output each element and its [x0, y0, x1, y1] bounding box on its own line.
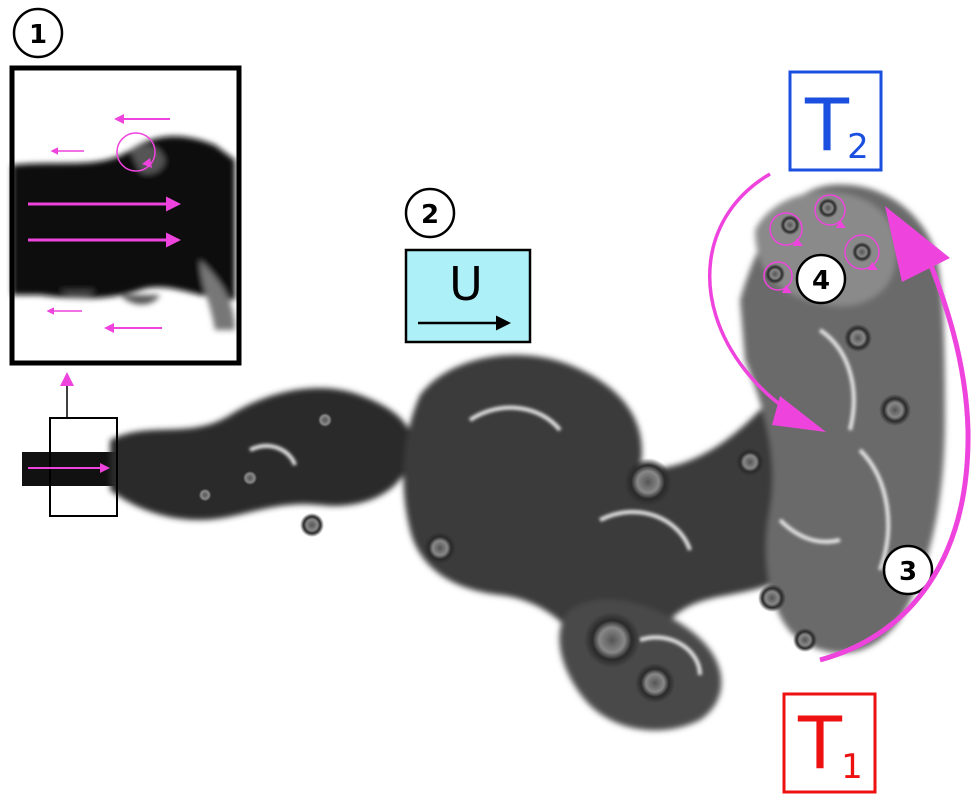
plume-body-rising [740, 184, 945, 654]
plume-body-middle [403, 355, 842, 651]
temp-upper-label: T [804, 83, 850, 167]
badge-3: 3 [882, 544, 934, 596]
zoom-connector-arrowhead [60, 372, 74, 386]
temp-upper-subscript: 2 [847, 127, 869, 167]
badge-3-label: 3 [899, 557, 917, 587]
badge-1: 1 [12, 7, 64, 59]
temp-lower-subscript: 1 [841, 747, 863, 787]
temp-box-upper: T 2 [788, 70, 883, 172]
rising-flow-arrow [819, 249, 971, 663]
badge-2: 2 [404, 187, 456, 239]
badge-4-label: 4 [812, 266, 830, 296]
temp-box-lower: T 1 [782, 692, 877, 794]
turbulent-plume [22, 184, 945, 731]
vortex-cores [196, 198, 911, 703]
small-vortex-markers [763, 194, 880, 291]
temp-lower-label: T [797, 701, 843, 785]
zoom-inset [9, 65, 242, 366]
badge-1-label: 1 [29, 20, 47, 50]
badge-4: 4 [795, 253, 847, 305]
velocity-label: U [449, 257, 483, 311]
velocity-box: U [404, 248, 532, 344]
plume-body-early [110, 387, 413, 520]
badge-2-label: 2 [421, 200, 439, 230]
